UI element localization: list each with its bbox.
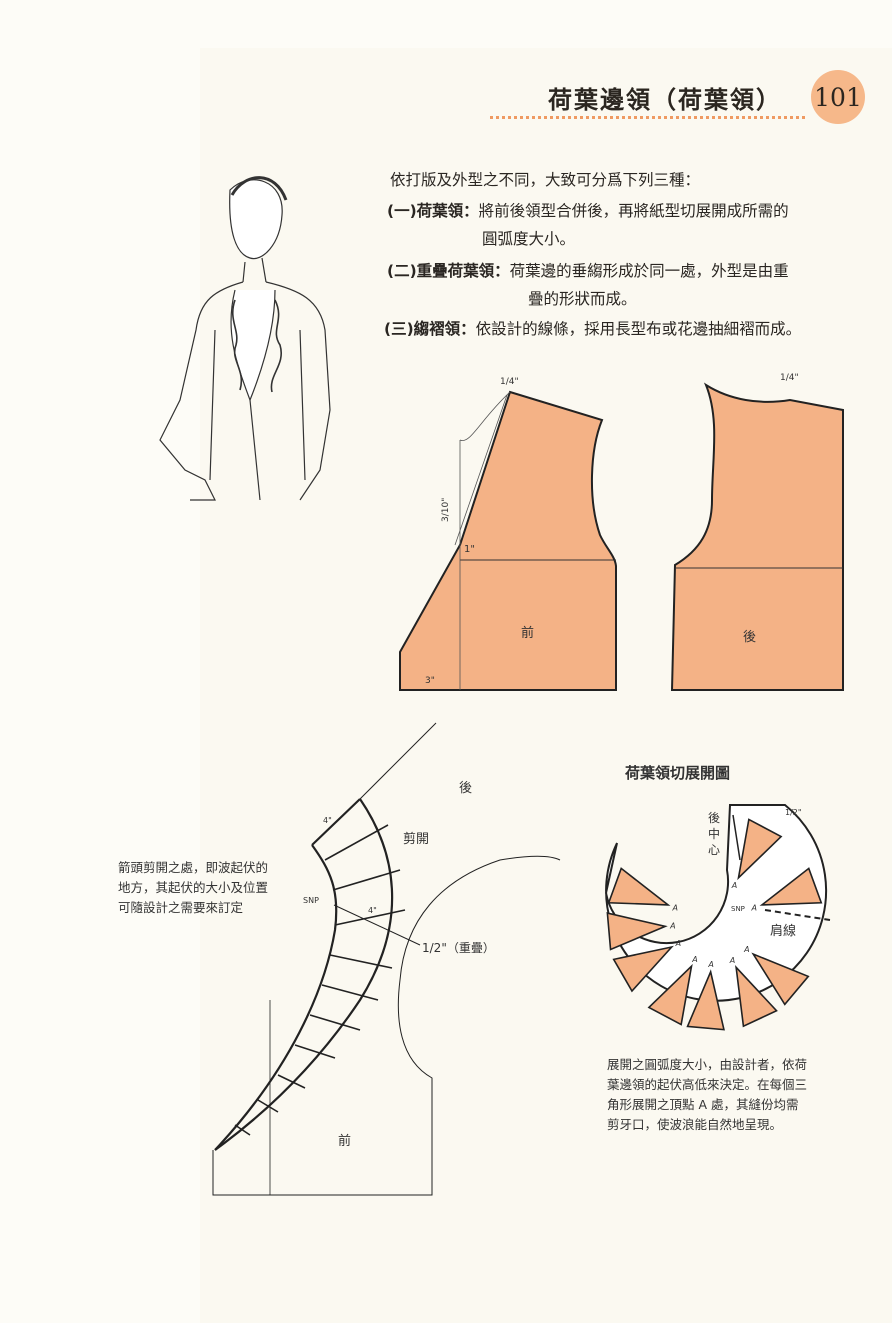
intro-item-3: (三)縐褶領：依設計的線條，採用長型布或花邊抽細褶而成。 — [384, 317, 801, 339]
shoulder-line-label: 肩線 — [770, 923, 796, 939]
point-a-label: A — [675, 939, 681, 948]
intro-item-1: (一)荷葉領：將前後領型合併後，再將紙型切展開成所需的 — [387, 199, 789, 221]
spread-wedge — [759, 867, 823, 906]
measure-4a: 4" — [323, 816, 332, 825]
back-bodice — [670, 382, 844, 691]
measure-quarter-front: 1/4" — [500, 377, 519, 387]
back-center-label: 後中心 — [708, 811, 721, 857]
intro-item-1-cont: 圓弧度大小。 — [482, 230, 576, 248]
spread-wedge — [607, 867, 671, 906]
note-line: 展開之圓弧度大小，由設計者，依荷 — [607, 1057, 808, 1072]
overlap-label: 1/2"（重疊） — [422, 941, 495, 955]
front-bodice — [399, 390, 617, 691]
spread-note: 展開之圓弧度大小，由設計者，依荷 葉邊領的起伏高低來決定。在每個三 角形展開之頂… — [607, 1055, 807, 1135]
spread-diagram-title: 荷葉領切展開圖 — [625, 764, 730, 782]
back-bodice-label: 後 — [743, 630, 756, 645]
measure-1: 1" — [464, 544, 475, 555]
measure-4b: 4" — [368, 906, 377, 915]
point-a-label: A — [731, 881, 737, 890]
spread-wedge — [606, 912, 668, 951]
note-line: 角形展開之頂點 A 處，其縫份均需 — [607, 1097, 799, 1112]
spread-wedge — [735, 964, 778, 1028]
measure-half: 1/2" — [785, 808, 802, 817]
collar-note: 箭頭剪開之處，即波起伏的 地方，其起伏的大小及位置 可隨設計之需要來訂定 — [118, 858, 268, 918]
item-text: 荷葉邊的垂縐形成於同一處，外型是由重 — [509, 262, 789, 280]
note-line: 地方，其起伏的大小及位置 — [118, 880, 269, 895]
spread-diagram — [604, 804, 831, 1031]
note-line: 箭頭剪開之處，即波起伏的 — [118, 860, 269, 875]
page-title: 荷葉邊領（荷葉領） — [548, 85, 782, 114]
item-label: (一)荷葉領： — [387, 202, 479, 220]
point-a-label: A — [669, 922, 675, 931]
note-line: 可隨設計之需要來訂定 — [118, 900, 244, 915]
note-line: 葉邊領的起伏高低來決定。在每個三 — [607, 1077, 808, 1092]
shoulder-line — [764, 909, 831, 921]
spread-wedge — [686, 969, 725, 1031]
grain-arrow-icon — [732, 814, 741, 861]
item-label: (二)重疊荷葉領： — [387, 262, 510, 280]
collar-back-label: 後 — [459, 781, 472, 796]
item-text: 將前後領型合併後，再將紙型切展開成所需的 — [478, 202, 789, 220]
point-a-label: A — [707, 960, 713, 969]
measure-3-10: 3/10" — [441, 498, 451, 522]
point-a-label: A — [672, 904, 678, 913]
intro-item-2: (二)重疊荷葉領：荷葉邊的垂縐形成於同一處，外型是由重 — [387, 259, 789, 281]
item-text: 依設計的線條，採用長型布或花邊抽細褶而成。 — [475, 320, 802, 338]
item-label: (三)縐褶領： — [384, 320, 476, 338]
point-a-label: A — [750, 904, 756, 913]
fashion-illustration — [159, 176, 331, 501]
dotted-divider — [490, 116, 805, 119]
measure-3: 3" — [425, 676, 435, 686]
spread-wedge — [647, 963, 693, 1026]
page-number-badge: 101 — [811, 70, 865, 124]
note-line: 剪牙口，使波浪能自然地呈現。 — [607, 1117, 783, 1132]
point-a-label: A — [691, 955, 697, 964]
collar-front-label: 前 — [338, 1133, 351, 1149]
intro-item-2-cont: 疊的形狀而成。 — [528, 290, 637, 308]
spread-wedge — [737, 818, 783, 881]
point-a-label: A — [743, 945, 749, 954]
collar-draft — [212, 722, 561, 1196]
cut-label: 剪開 — [403, 831, 429, 847]
spread-wedge — [751, 952, 810, 1006]
spread-snp-label: SNP — [731, 905, 745, 913]
intro-line: 依打版及外型之不同，大致可分爲下列三種： — [390, 171, 701, 189]
snp-label: SNP — [303, 896, 319, 905]
measure-quarter-back: 1/4" — [780, 373, 799, 383]
point-a-label: A — [729, 956, 735, 965]
spread-wedge — [612, 945, 674, 993]
front-bodice-label: 前 — [521, 625, 534, 641]
